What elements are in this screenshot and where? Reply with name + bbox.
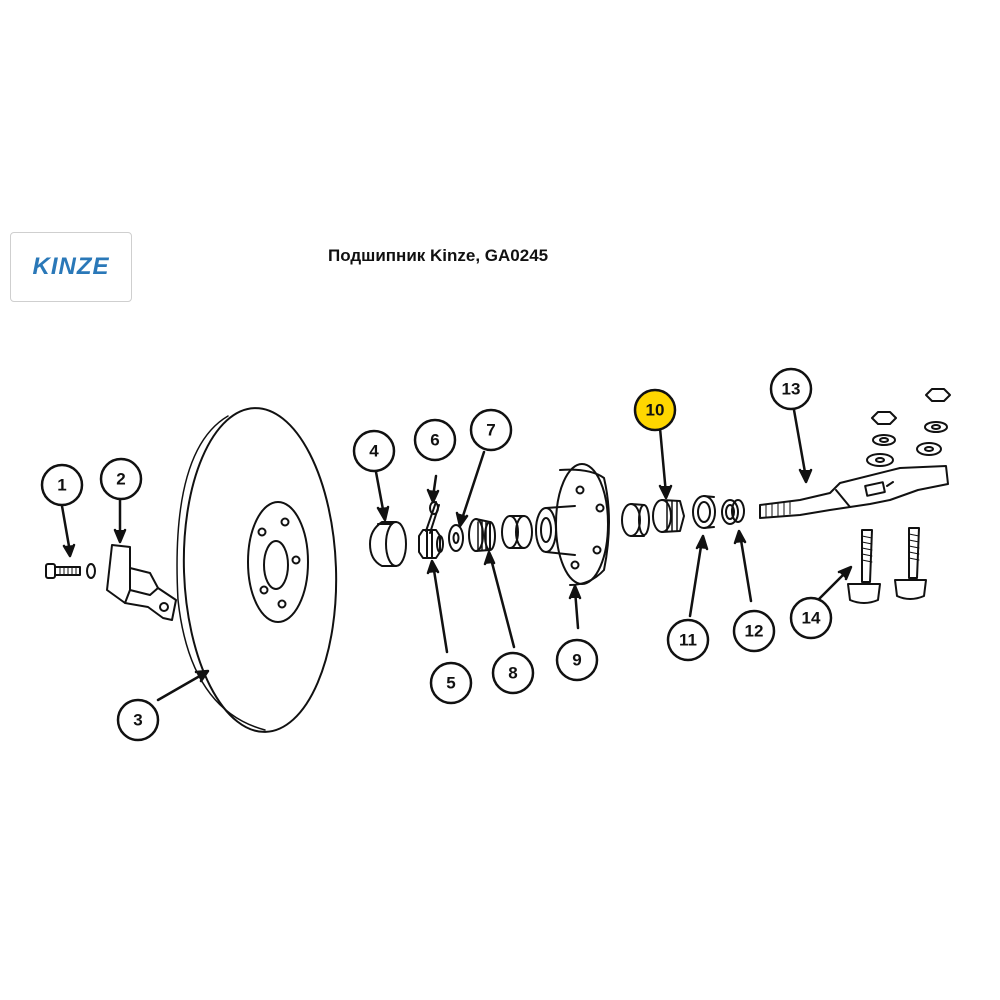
part-11-seal bbox=[692, 495, 716, 529]
svg-text:2: 2 bbox=[116, 470, 125, 489]
part-5-castle-nut bbox=[418, 529, 444, 559]
svg-text:8: 8 bbox=[508, 664, 517, 683]
svg-text:13: 13 bbox=[782, 380, 801, 399]
leader-lines bbox=[60, 408, 853, 702]
callout-14: 14 bbox=[789, 596, 833, 640]
svg-text:3: 3 bbox=[133, 711, 142, 730]
part-3-disc-blade bbox=[176, 407, 338, 733]
callout-1: 1 bbox=[40, 463, 84, 507]
part-12-spacer bbox=[721, 499, 745, 525]
svg-text:4: 4 bbox=[369, 442, 379, 461]
svg-text:11: 11 bbox=[679, 631, 697, 650]
svg-text:10: 10 bbox=[646, 401, 665, 420]
callout-6: 6 bbox=[413, 418, 457, 462]
part-9-hub bbox=[535, 463, 610, 586]
part-8-bearing-cone bbox=[468, 518, 496, 552]
part-6-cotter-pin bbox=[425, 501, 440, 534]
part-4-dust-cap bbox=[369, 521, 407, 567]
svg-text:7: 7 bbox=[486, 421, 495, 440]
svg-text:12: 12 bbox=[745, 622, 764, 641]
callout-4: 4 bbox=[352, 429, 396, 473]
callout-9: 9 bbox=[555, 638, 599, 682]
part-7-washer bbox=[448, 524, 464, 552]
svg-text:14: 14 bbox=[802, 609, 821, 628]
part-8-bearing-cup bbox=[501, 515, 533, 549]
callout-7: 7 bbox=[469, 408, 513, 452]
callout-10: 10 bbox=[633, 388, 677, 432]
part-10-bearing bbox=[621, 499, 685, 537]
callout-11: 11 bbox=[666, 618, 710, 662]
part-1-bolt bbox=[45, 563, 96, 579]
svg-text:5: 5 bbox=[446, 674, 455, 693]
kinze-logo: KINZE bbox=[10, 232, 132, 302]
callout-13: 13 bbox=[769, 367, 813, 411]
svg-text:6: 6 bbox=[430, 431, 439, 450]
callout-5: 5 bbox=[429, 661, 473, 705]
callout-12: 12 bbox=[732, 609, 776, 653]
callouts: 1 2 3 4 5 6 7 8 9 10 11 12 13 14 bbox=[40, 367, 833, 742]
callout-3: 3 bbox=[116, 698, 160, 742]
callout-8: 8 bbox=[491, 651, 535, 695]
page-title: Подшипник Kinze, GA0245 bbox=[328, 246, 549, 265]
part-13-spindle-arm bbox=[759, 465, 949, 519]
callout-2: 2 bbox=[99, 457, 143, 501]
part-2-bracket bbox=[106, 544, 177, 621]
part-13-nuts-washers bbox=[866, 388, 951, 467]
part-14-bolts bbox=[847, 527, 927, 604]
svg-text:1: 1 bbox=[57, 476, 66, 495]
logo-text: KINZE bbox=[32, 253, 110, 280]
svg-text:9: 9 bbox=[572, 651, 581, 670]
